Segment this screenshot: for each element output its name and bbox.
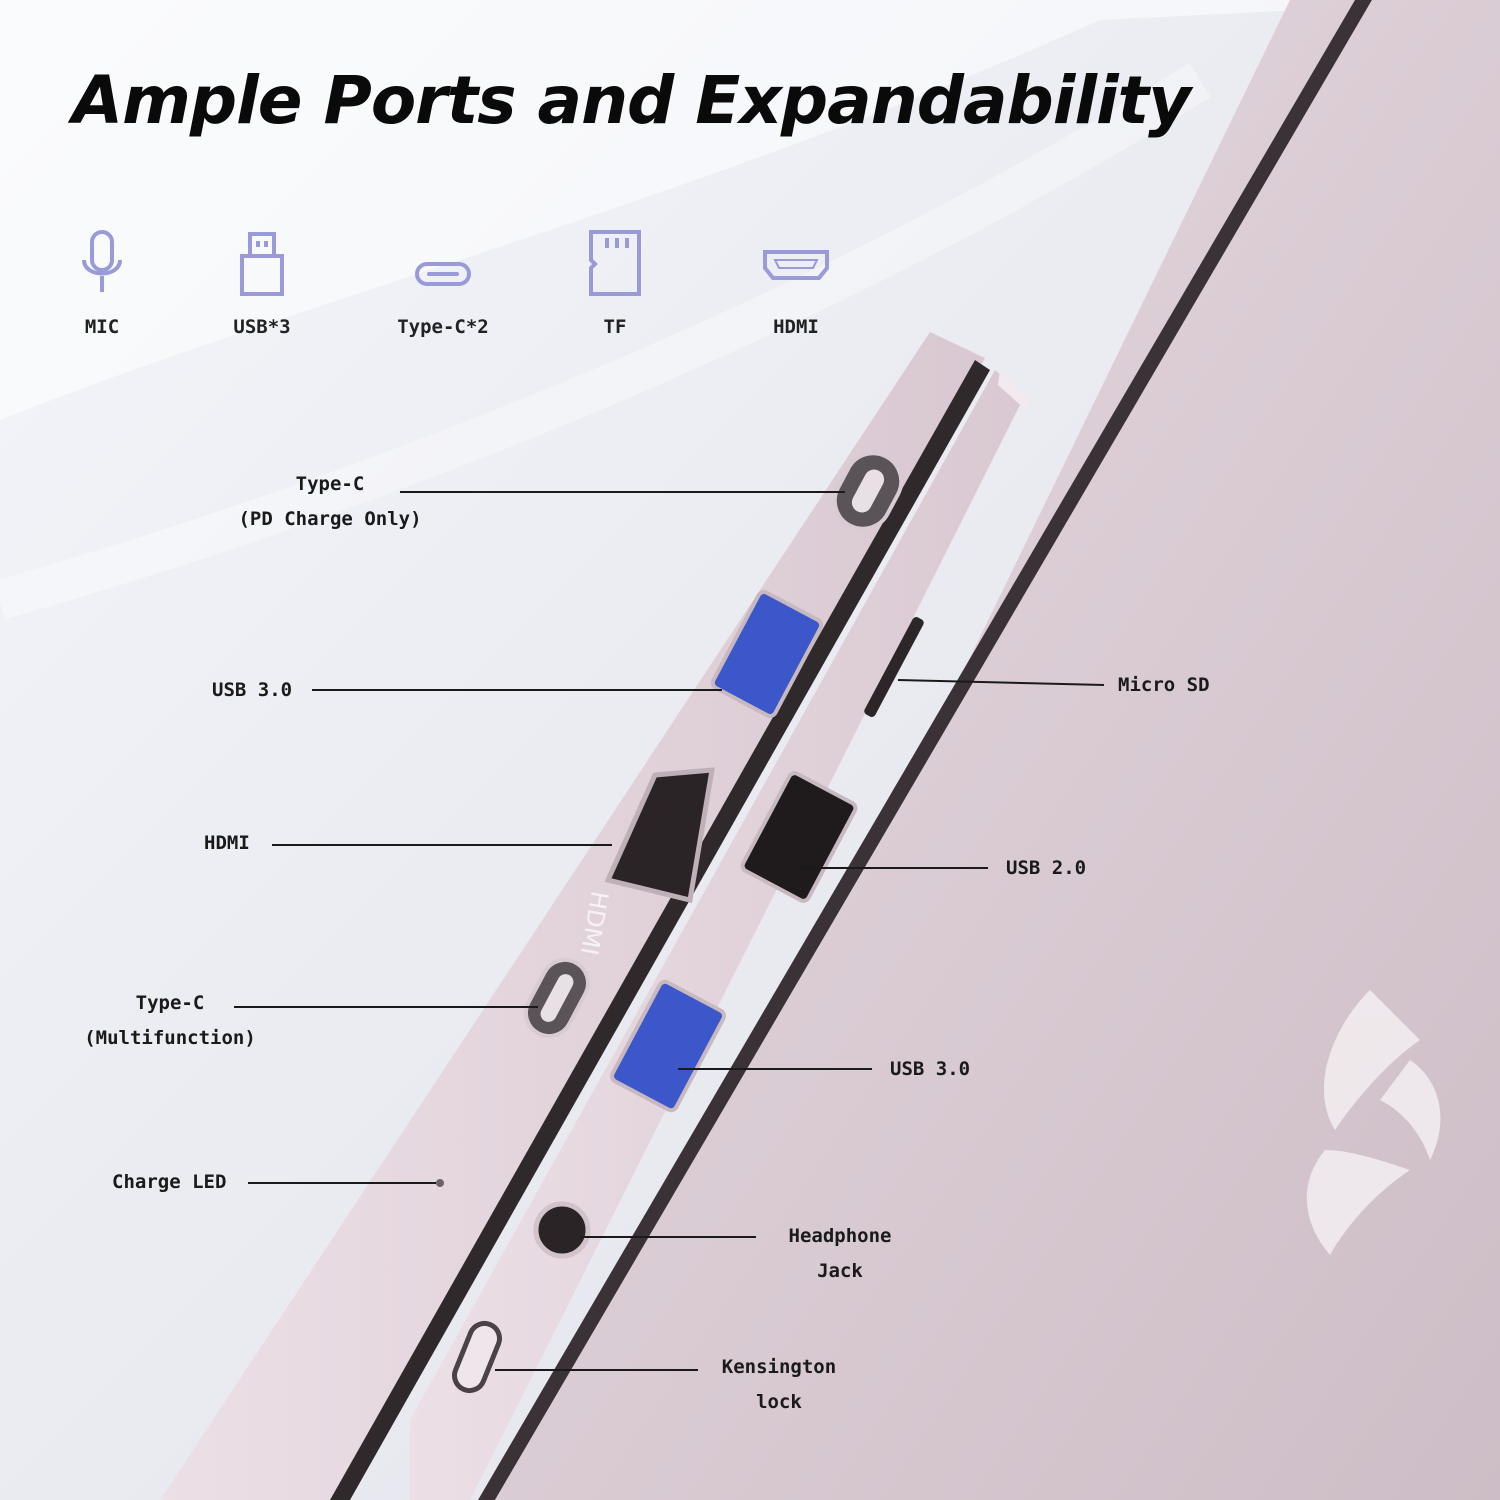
- port-usb20: [740, 771, 858, 903]
- logo-decoration: [1306, 990, 1441, 1255]
- feature-label: USB*3: [233, 316, 291, 338]
- feature-mic: MIC: [37, 228, 167, 338]
- callout-typec-multi: Type-C (Multifunction): [84, 992, 256, 1049]
- port-usb30-left: [710, 590, 824, 718]
- sd-card-icon: [589, 230, 641, 296]
- port-hdmi: [604, 767, 716, 904]
- callout-usb20: USB 2.0: [1006, 857, 1087, 879]
- feature-usb: USB*3: [197, 228, 327, 338]
- headline: Ample Ports and Expandability: [72, 62, 1191, 139]
- hdmi-icon: [763, 250, 829, 280]
- callout-micro-sd: Micro SD: [1118, 674, 1210, 696]
- callout-kensington: Kensington lock: [721, 1356, 837, 1413]
- port-headphone: [533, 1201, 591, 1259]
- microphone-icon: [82, 230, 122, 292]
- back-panel: [478, 0, 1500, 1500]
- feature-label: MIC: [84, 316, 120, 338]
- feature-label: HDMI: [773, 316, 819, 338]
- callout-typec-pd: Type-C (PD Charge Only): [238, 473, 422, 530]
- port-usb30-right: [610, 979, 726, 1113]
- feature-label: TF: [603, 316, 627, 338]
- callout-usb30-left: USB 3.0: [212, 679, 293, 701]
- usb-c-icon: [415, 262, 471, 286]
- callout-charge-led: Charge LED: [112, 1171, 227, 1193]
- feature-typec: Type-C*2: [378, 228, 508, 338]
- feature-hdmi: HDMI: [731, 228, 861, 338]
- callout-hdmi: HDMI: [204, 832, 250, 854]
- usb-a-icon: [240, 232, 284, 296]
- feature-label: Type-C*2: [397, 316, 489, 338]
- port-micro-sd: [864, 617, 924, 717]
- leader-lines: [234, 491, 1105, 1371]
- callout-headphone: Headphone Jack: [788, 1225, 892, 1282]
- callout-usb30-right: USB 3.0: [890, 1058, 971, 1080]
- port-kensington: [452, 1320, 502, 1394]
- feature-tf: TF: [550, 228, 680, 338]
- charge-led: [436, 1179, 444, 1187]
